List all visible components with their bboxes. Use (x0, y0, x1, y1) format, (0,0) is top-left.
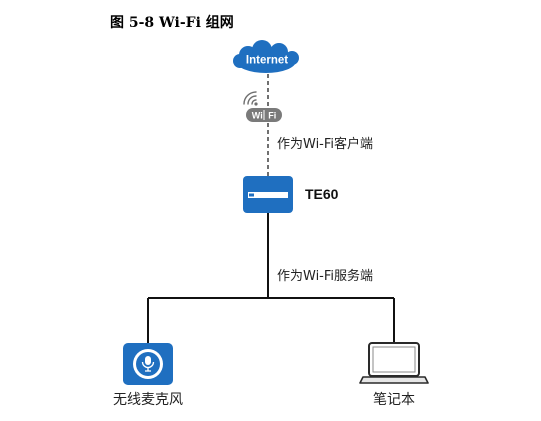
laptop-icon (359, 342, 429, 384)
wifi-badge-label: Wi Fi (252, 111, 276, 121)
client-link-label: 作为Wi-Fi客户端 (277, 136, 373, 152)
internet-cloud: Internet (233, 40, 299, 73)
microphone-label: 无线麦克风 (113, 392, 183, 408)
internet-label: Internet (246, 55, 288, 67)
laptop-label: 笔记本 (373, 392, 415, 408)
distribution-bus (147, 297, 395, 343)
server-link-label: 作为Wi-Fi服务端 (277, 268, 373, 284)
figure-title: 图 5-8 Wi-Fi 组网 (110, 15, 234, 31)
microphone-icon (141, 356, 155, 372)
wifi-badge: Wi Fi (243, 91, 282, 122)
te60-label: TE60 (305, 186, 339, 202)
microphone-device (123, 343, 173, 385)
te60-device (243, 176, 293, 213)
wifi-signal-icon (243, 91, 257, 105)
